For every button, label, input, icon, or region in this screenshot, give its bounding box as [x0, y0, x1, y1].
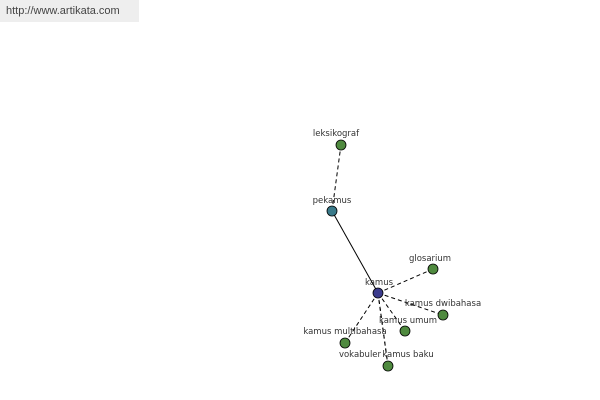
node-label-kamus-dwibahasa: kamus dwibahasa: [405, 299, 481, 309]
edge-kamus-kamus-multibahasa: [344, 292, 379, 344]
node-label-kamus: kamus: [365, 278, 394, 288]
node-label-kamus-umum: kamus umum: [379, 316, 437, 326]
node-kamus-umum[interactable]: [399, 325, 411, 337]
nodes-layer: kamus pekamus leksikograf glosarium kamus dw…: [303, 129, 481, 372]
node-vokabuler[interactable]: [382, 360, 394, 372]
node-label-glosarium: glosarium: [409, 254, 451, 264]
edge-kamus-pekamus: [331, 210, 379, 294]
node-leksikograf[interactable]: [335, 139, 347, 151]
node-label-leksikograf: leksikograf: [313, 129, 360, 139]
edge-kamus-kamus-umum: [377, 292, 406, 332]
node-label-pekamus: pekamus: [313, 196, 352, 206]
edge-kamus-kamus-dwibahasa: [377, 292, 444, 316]
node-kamus-multibahasa[interactable]: [339, 337, 351, 349]
node-kamus[interactable]: [372, 287, 384, 299]
node-label-kamus-multibahasa: kamus multibahasa: [303, 327, 386, 337]
node-label-vokabuler: vokabuler: [339, 350, 382, 360]
source-url-banner: http://www.artikata.com: [0, 0, 139, 22]
node-label-kamus-baku: kamus baku: [382, 350, 433, 360]
edges-layer: [331, 144, 444, 367]
edge-kamus-glosarium: [377, 268, 434, 294]
node-glosarium[interactable]: [427, 263, 439, 275]
node-pekamus[interactable]: [326, 205, 338, 217]
edge-kamus-kamus-baku: [377, 292, 389, 367]
node-kamus-dwibahasa[interactable]: [437, 309, 449, 321]
